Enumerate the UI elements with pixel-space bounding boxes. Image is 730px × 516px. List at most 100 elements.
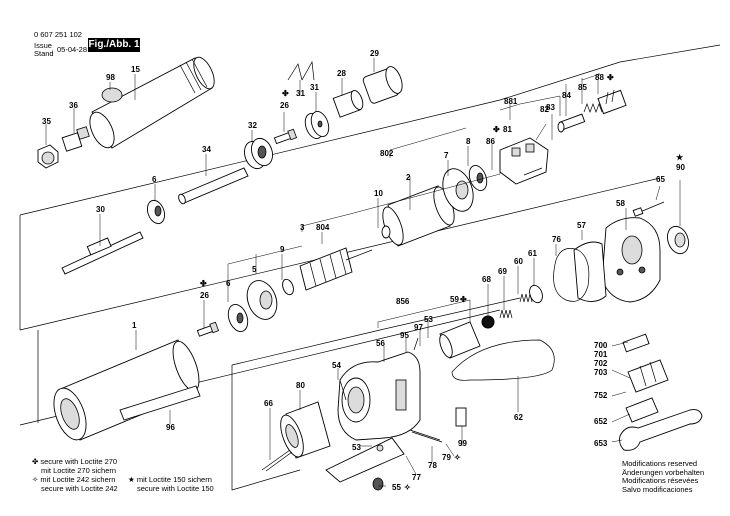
part-652-fitting [625,397,659,423]
label-7: 7 [444,151,449,160]
label-86: 86 [486,137,495,146]
label-loctite270-a: ✤ [282,89,289,98]
label-loctite270-d: ✤ [493,125,500,134]
part-77-lever [325,437,405,483]
label-31b: 31 [310,83,319,92]
label-32: 32 [248,121,257,130]
label-26a: 26 [280,101,289,110]
label-29: 29 [370,49,379,58]
label-loctite270-e: ✤ [460,295,467,304]
label-55: 55 [392,483,401,492]
part-7-end-plate [442,168,474,212]
label-802: 802 [380,149,394,158]
part-15-housing [89,56,215,149]
part-number: 0 607 251 102 [34,30,82,39]
part-65-screw [632,201,665,217]
label-80: 80 [296,381,305,390]
part-59-sleeve [439,321,481,359]
part-34-rod [178,167,249,205]
part-58-housing-cover [601,217,661,303]
part-62-wire-loop [451,339,555,381]
legend-242-en: secure with Loctite 242 [41,483,118,493]
label-82: 82 [540,105,549,114]
part-99-label [455,407,467,427]
part-80-bushing [280,401,331,459]
part-8-bearing [468,165,488,191]
label-53b: 53 [352,443,361,452]
legend-242-de: mit Loctite 242 sichern [40,475,116,484]
legend-loctite-150: ★ mit Loctite 150 sichern secure with Lo… [128,475,214,493]
label-76: 76 [552,235,561,244]
label-81: 81 [503,125,512,134]
label-26b: 26 [200,291,209,300]
part-60-spring [519,293,533,303]
label-99: 99 [458,439,467,448]
label-59: 59 [450,295,459,304]
part-66-rod [261,449,293,472]
part-78-pin [409,429,443,443]
modifications-notice: Modifications reserved Änderungen vorbeh… [622,459,705,494]
label-95: 95 [400,331,409,340]
label-61: 61 [528,249,537,258]
label-702: 702 [594,359,608,368]
part-1-tube [53,339,200,441]
label-34: 34 [202,145,211,154]
part-55-screw [372,477,384,491]
label-28: 28 [337,69,346,78]
part-700-nipple [622,333,650,353]
part-54-pin [339,379,347,401]
part-31-washers [287,60,330,139]
legend-270-de: mit Loctite 270 sichern [41,465,117,475]
label-35: 35 [42,117,51,126]
issue-label: Issue [34,41,52,50]
label-2: 2 [406,173,411,182]
label-78: 78 [428,461,437,470]
part-36-fitting [61,126,90,152]
loctite270-symbol: ✤ [32,457,39,466]
legend-270-en: secure with Loctite 270 [40,457,118,466]
part-10-ring [381,225,391,239]
label-804: 804 [316,223,330,232]
modifications-line: Salvo modificaciones [622,484,693,494]
legend-150-en: secure with Loctite 150 [137,483,214,493]
part-76-gasket [553,248,590,302]
label-56: 56 [376,339,385,348]
loctite242-symbol: ✧ [32,475,39,484]
label-6b: 6 [226,279,231,288]
label-856: 856 [396,297,410,306]
part-32-bearing [244,137,273,170]
loctite150-symbol: ★ [128,475,135,484]
label-31a: 31 [296,89,305,98]
modifications-line: Modifications reserved [622,459,698,468]
label-653: 653 [594,439,608,448]
leader-lines [45,58,681,487]
issue-date: 05-04-28 [57,45,88,54]
label-69: 69 [498,267,507,276]
label-97: 97 [414,323,423,332]
label-1: 1 [132,321,137,330]
label-6a: 6 [152,175,157,184]
part-labels: 35 36 98 15 32 34 6 30 ✤ 26 31 31 28 29 … [42,49,685,492]
label-loctite150: ★ [676,153,684,162]
label-loctite242-b: ✧ [404,483,411,492]
part-84-screw [557,113,586,133]
label-88: 88 [595,73,604,82]
label-703: 703 [594,368,608,377]
part-85-spring [583,103,603,113]
part-703-coupling [627,359,669,393]
modifications-line: Änderungen vorbehalten [622,467,705,477]
label-79: 79 [442,453,451,462]
label-54: 54 [332,361,341,370]
part-30-spindle [61,231,144,275]
part-57-disc [573,241,607,302]
part-88-plug [597,89,627,115]
label-700: 700 [594,341,608,350]
label-90: 90 [676,163,685,172]
label-8: 8 [466,137,471,146]
label-77: 77 [412,473,421,482]
legend-loctite-270: ✤ secure with Loctite 270 mit Loctite 27… [32,457,118,475]
label-53a: 53 [424,315,433,324]
part-96-label [119,385,201,421]
part-26-screw-lower [196,321,220,337]
part-69-spring [499,309,513,319]
